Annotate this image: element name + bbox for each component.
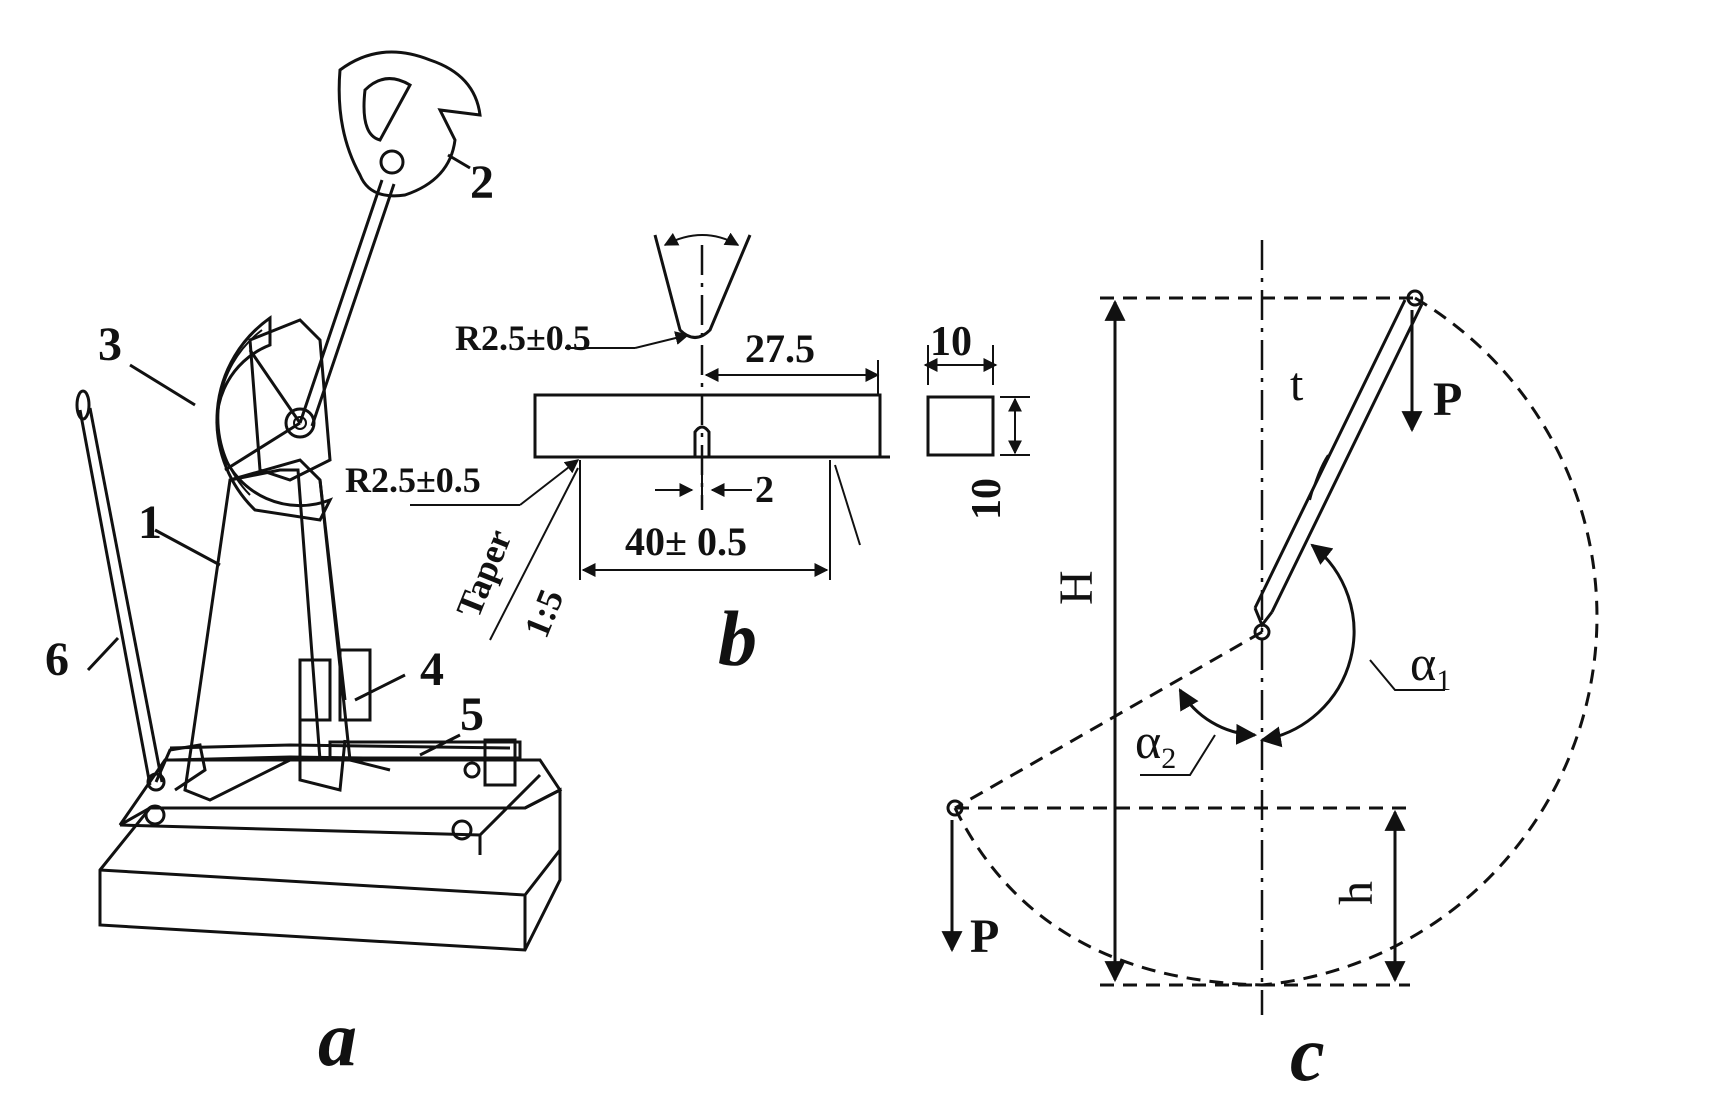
swing-arc-rebound bbox=[953, 807, 1263, 987]
angle-alpha1-arc bbox=[1259, 543, 1356, 748]
angle-alpha2-arc bbox=[1178, 688, 1258, 745]
pendulum bbox=[298, 50, 482, 427]
leader-3 bbox=[129, 363, 196, 407]
machine-column bbox=[183, 318, 391, 802]
label-alpha1-sub: 1 bbox=[1436, 664, 1451, 697]
dim-notch-depth: 2 bbox=[755, 469, 774, 511]
panel-c-pendulum-scheme: P P H h t α1 α2 c bbox=[941, 240, 1599, 1097]
callout-1: 1 bbox=[138, 496, 162, 549]
leader-4 bbox=[354, 673, 406, 702]
label-alpha2-symbol: α bbox=[1135, 713, 1161, 769]
callout-3: 3 bbox=[98, 318, 122, 371]
dim-support-radius: R2.5±0.5 bbox=[345, 460, 481, 500]
scale-dial bbox=[215, 315, 334, 522]
dim-span: 40± 0.5 bbox=[625, 519, 747, 564]
leader-1 bbox=[154, 528, 221, 567]
caption-a: a bbox=[318, 995, 357, 1082]
hammer-point-final bbox=[946, 799, 964, 817]
taper-label: Taper bbox=[448, 524, 519, 623]
label-P-top: P bbox=[1433, 373, 1462, 426]
brake-shaft bbox=[169, 738, 522, 787]
label-alpha2: α2 bbox=[1135, 713, 1176, 775]
label-h: h bbox=[1330, 881, 1383, 905]
callout-4: 4 bbox=[420, 643, 444, 696]
specimen-cross-section: 10 10 bbox=[923, 319, 1030, 520]
dim-striker-radius: R2.5±0.5 bbox=[455, 318, 591, 358]
lever-rod bbox=[75, 389, 207, 792]
caption-c: c bbox=[1290, 1010, 1325, 1097]
section-height: 10 bbox=[964, 478, 1010, 520]
hammer-point-top bbox=[1406, 289, 1424, 307]
taper-ratio: 1:5 bbox=[516, 584, 571, 643]
striker-edge bbox=[653, 232, 752, 339]
section-width: 10 bbox=[930, 319, 972, 365]
leader-5 bbox=[419, 733, 461, 757]
label-alpha2-sub: 2 bbox=[1161, 742, 1176, 775]
label-H: H bbox=[1050, 570, 1103, 605]
panel-b-specimen-drawing: 27.5 R2.5±0.5 R2.5±0.5 2 40± 0.5 Taper 1… bbox=[345, 232, 1030, 682]
label-t: t bbox=[1290, 358, 1304, 411]
callout-5: 5 bbox=[460, 688, 484, 741]
callout-2: 2 bbox=[470, 156, 494, 209]
leader-2 bbox=[447, 153, 471, 170]
callout-6: 6 bbox=[45, 633, 69, 686]
label-P-bottom: P bbox=[970, 910, 999, 963]
caption-b: b bbox=[718, 595, 757, 682]
dim-27-5: 27.5 bbox=[745, 326, 815, 371]
label-alpha1-symbol: α bbox=[1410, 635, 1436, 691]
leader-6 bbox=[86, 636, 120, 672]
panel-a-machine-drawing: 1 2 3 4 5 6 a bbox=[45, 50, 563, 1082]
pendulum-final-position bbox=[954, 630, 1263, 810]
label-alpha1: α1 bbox=[1410, 635, 1451, 697]
specimen-notch bbox=[693, 425, 711, 457]
